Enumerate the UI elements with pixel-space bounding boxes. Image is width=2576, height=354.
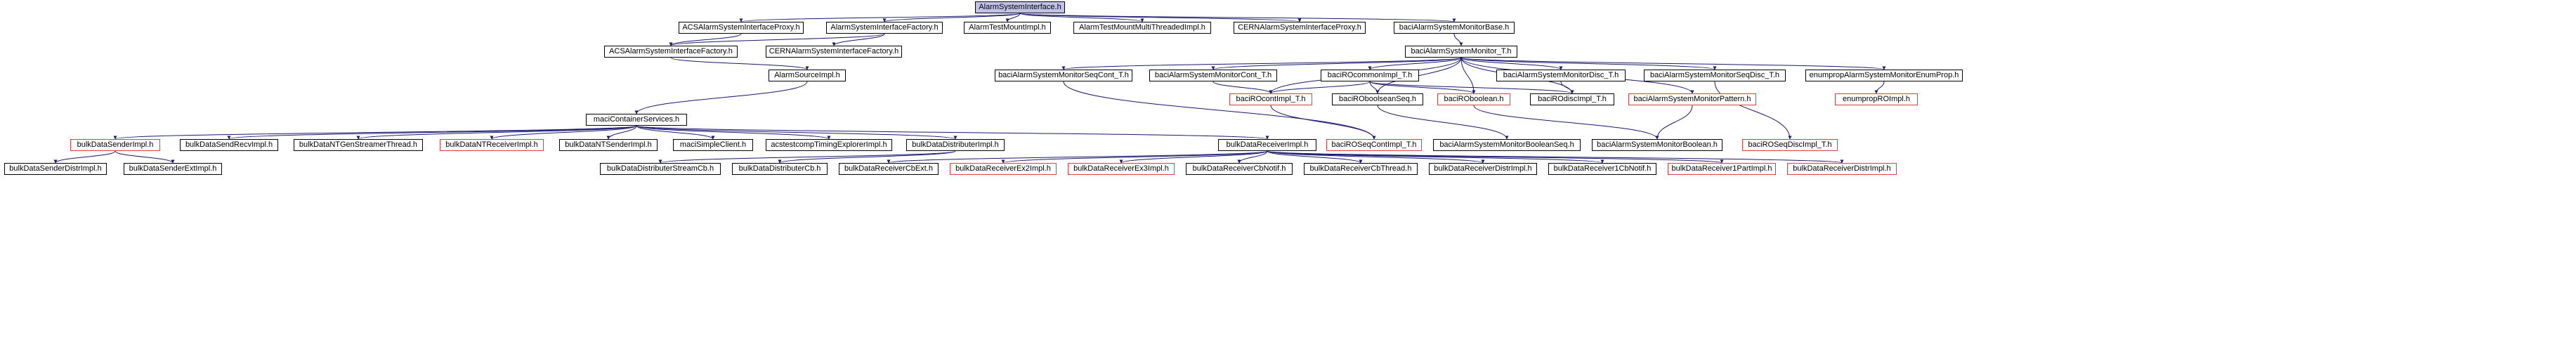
graph-node[interactable]: enumpropROImpl.h <box>1835 93 1918 105</box>
graph-node[interactable]: CERNAlarmSystemInterfaceFactory.h <box>766 46 902 58</box>
graph-node[interactable]: baciAlarmSystemMonitorSeqCont_T.h <box>995 70 1132 81</box>
graph-node[interactable]: bulkDataSenderImpl.h <box>70 139 160 151</box>
graph-node[interactable]: bulkDataNTReceiverImpl.h <box>440 139 544 151</box>
graph-node[interactable]: baciROSeqDiscImpl_T.h <box>1742 139 1838 151</box>
graph-node[interactable]: bulkDataNTGenStreamerThread.h <box>294 139 423 151</box>
graph-node[interactable]: CERNAlarmSystemInterfaceProxy.h <box>1234 22 1366 34</box>
graph-node[interactable]: bulkDataReceiverDistrImpl.h <box>1429 163 1537 175</box>
graph-node[interactable]: bulkDataReceiverCbNotif.h <box>1186 163 1293 175</box>
graph-node[interactable]: bulkDataNTSenderImpl.h <box>559 139 658 151</box>
graph-node[interactable]: acstestcompTimingExplorerImpl.h <box>766 139 892 151</box>
graph-node[interactable]: AlarmSystemInterfaceFactory.h <box>826 22 943 34</box>
graph-node[interactable]: ACSAlarmSystemInterfaceProxy.h <box>679 22 804 34</box>
graph-node[interactable]: bulkDataSenderDistrImpl.h <box>4 163 107 175</box>
graph-node[interactable]: baciROcommonImpl_T.h <box>1321 70 1419 81</box>
graph-node[interactable]: baciROboolean.h <box>1437 93 1510 105</box>
graph-node[interactable]: AlarmTestMountMultiThreadedImpl.h <box>1073 22 1211 34</box>
graph-node[interactable]: bulkDataReceiverCbThread.h <box>1304 163 1418 175</box>
graph-node[interactable]: AlarmSystemInterface.h <box>975 1 1065 13</box>
graph-node[interactable]: bulkDataReceiverEx2Impl.h <box>950 163 1057 175</box>
graph-node[interactable]: baciAlarmSystemMonitorPattern.h <box>1628 93 1756 105</box>
graph-node[interactable]: AlarmTestMountImpl.h <box>964 22 1051 34</box>
graph-node[interactable]: AlarmSourceImpl.h <box>769 70 846 81</box>
graph-node[interactable]: baciROcontImpl_T.h <box>1229 93 1312 105</box>
graph-node[interactable]: baciAlarmSystemMonitorBooleanSeq.h <box>1433 139 1581 151</box>
graph-node[interactable]: baciROSeqContImpl_T.h <box>1326 139 1422 151</box>
graph-node[interactable]: baciROdiscImpl_T.h <box>1530 93 1614 105</box>
graph-node[interactable]: baciAlarmSystemMonitorBase.h <box>1394 22 1515 34</box>
graph-node[interactable]: maciSimpleClient.h <box>673 139 753 151</box>
graph-node[interactable]: baciAlarmSystemMonitorDisc_T.h <box>1496 70 1626 81</box>
graph-node[interactable]: enumpropAlarmSystemMonitorEnumProp.h <box>1805 70 1963 81</box>
graph-node[interactable]: bulkDataSendRecvImpl.h <box>180 139 278 151</box>
graph-node[interactable]: bulkDataReceiverDistrImpl.h <box>1787 163 1897 175</box>
graph-node[interactable]: bulkDataReceiver1PartImpl.h <box>1668 163 1776 175</box>
graph-node[interactable]: baciROboolseanSeq.h <box>1332 93 1423 105</box>
graph-node[interactable]: baciAlarmSystemMonitorSeqDisc_T.h <box>1644 70 1786 81</box>
graph-node[interactable]: bulkDataDistributerCb.h <box>732 163 828 175</box>
graph-node[interactable]: bulkDataReceiver1CbNotif.h <box>1548 163 1656 175</box>
graph-node[interactable]: baciAlarmSystemMonitor_T.h <box>1405 46 1517 58</box>
graph-node[interactable]: bulkDataReceiverEx3Impl.h <box>1068 163 1175 175</box>
graph-node[interactable]: bulkDataReceiverImpl.h <box>1218 139 1316 151</box>
graph-node[interactable]: bulkDataReceiverCbExt.h <box>839 163 939 175</box>
graph-node[interactable]: bulkDataDistributerStreamCb.h <box>600 163 721 175</box>
graph-node[interactable]: maciContainerServices.h <box>586 114 687 126</box>
graph-node[interactable]: baciAlarmSystemMonitorCont_T.h <box>1149 70 1277 81</box>
graph-node[interactable]: ACSAlarmSystemInterfaceFactory.h <box>604 46 738 58</box>
graph-node[interactable]: bulkDataDistributerImpl.h <box>906 139 1005 151</box>
graph-node[interactable]: baciAlarmSystemMonitorBoolean.h <box>1592 139 1722 151</box>
graph-node[interactable]: bulkDataSenderExtImpl.h <box>124 163 222 175</box>
